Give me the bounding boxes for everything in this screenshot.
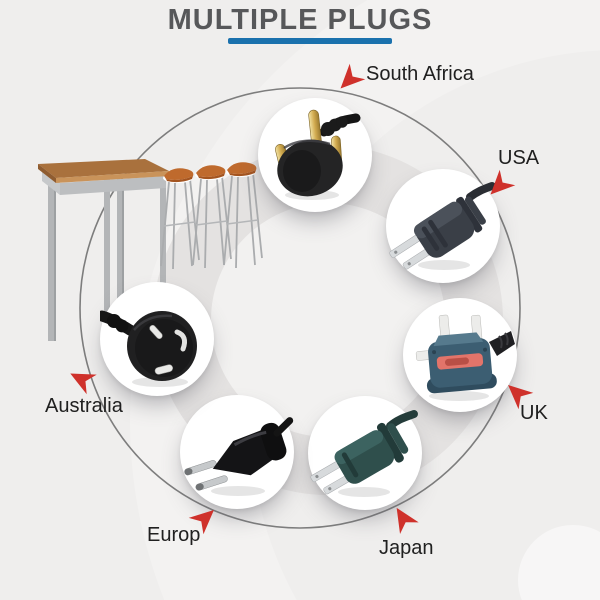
title-underline [228,38,392,44]
europe-plug-icon [184,417,294,496]
plug-photo-australia [100,282,214,396]
background-bubble [518,525,600,600]
plug-photo-uk [403,298,517,412]
plug-photo-europe [180,395,294,509]
label-japan: Japan [379,537,434,559]
australia-plug-icon [100,310,197,387]
ring-outline-circle [79,87,521,529]
uk-plug-icon [415,314,515,401]
uk-arrow-icon [508,384,534,410]
plug-photo-south-africa [258,98,372,212]
bar-stool-illustration [223,162,263,269]
ring-inner-disc [210,202,446,438]
label-usa: USA [498,147,540,169]
japan-plug-icon [310,410,418,497]
bar-stool-illustration [192,165,232,269]
label-australia: Australia [45,395,123,417]
plug-photo-usa [386,169,500,283]
bar-stool-illustration [160,168,200,270]
bar-table-and-stools-illustration [38,159,263,341]
japan-arrow-icon [396,507,419,535]
usa-plug-icon [389,182,496,270]
australia-arrow-icon [70,373,97,395]
plug-photo-japan [308,396,422,510]
page-title: MULTIPLE PLUGS [167,4,433,36]
table-illustration [38,159,169,341]
south-africa-arrow-icon [340,63,366,89]
label-uk: UK [520,402,548,424]
europe-arrow-icon [188,509,214,535]
usa-arrow-icon [490,169,516,195]
label-south-africa: South Africa [366,63,474,85]
south-africa-plug-icon [275,109,361,200]
label-europe: Europ [147,524,201,546]
